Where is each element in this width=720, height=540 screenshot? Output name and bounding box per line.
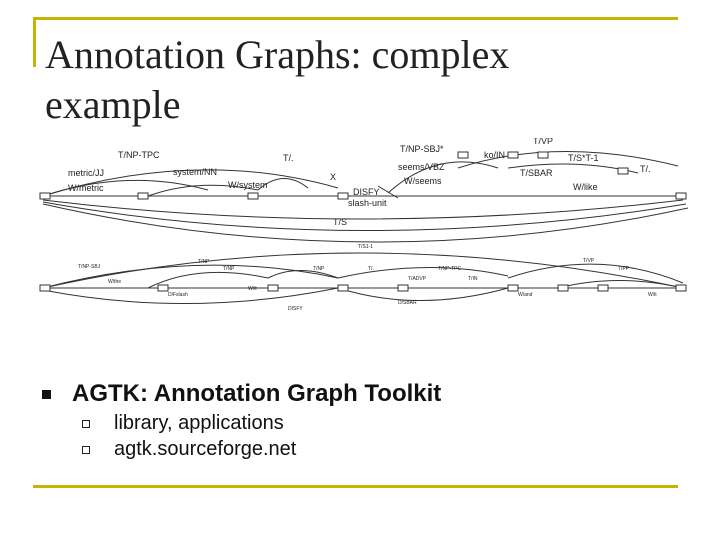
- graph-label: W/it: [648, 292, 657, 298]
- annotation-graph-figure: T/NP-TPC metric/JJ W/metric system/NN W/…: [38, 136, 689, 330]
- graph-label: T/NP: [198, 259, 210, 265]
- graph-label: W/and: [518, 292, 533, 298]
- graph-label: T/NP: [313, 266, 325, 272]
- graph-label: W/seems: [404, 176, 442, 186]
- graph-label: T/ADVP: [408, 276, 427, 282]
- sub-bullet-text: library, applications: [114, 412, 284, 434]
- graph-label: T/SBAR: [520, 168, 553, 178]
- graph-label: T/S: [333, 217, 347, 227]
- bullet-item: AGTK: Annotation Graph Toolkit: [42, 378, 682, 410]
- sub-bullet-text: agtk.sourceforge.net: [114, 438, 297, 460]
- graph-label: ko/IN: [484, 150, 505, 160]
- graph-label: T/NP-TPC: [118, 150, 160, 160]
- graph-label: W/system: [228, 180, 268, 190]
- frame-bottom-rule: [33, 485, 678, 488]
- graph-label: T/.: [283, 153, 294, 163]
- sub-bullet-item: library, applications: [82, 410, 682, 436]
- graph-label: T/PP: [618, 266, 630, 272]
- hollow-square-bullet-icon: [82, 446, 90, 454]
- bullet-text: AGTK: Annotation Graph Toolkit: [72, 380, 442, 407]
- graph-label: metric/JJ: [68, 168, 104, 178]
- sub-bullet-item: agtk.sourceforge.net: [82, 436, 682, 462]
- graph-label: W/like: [573, 182, 598, 192]
- graph-label: DISFY: [353, 187, 380, 197]
- graph-label: system/NN: [173, 167, 217, 177]
- graph-label: T/IN: [468, 276, 478, 282]
- slide-title: Annotation Graphs: complex example: [45, 30, 665, 130]
- graph-label: T/NP-TPC: [438, 266, 461, 272]
- graph-label: T/NP: [223, 266, 235, 272]
- graph-label: W/metric: [68, 183, 104, 193]
- graph-label: T/S*T-1: [568, 153, 599, 163]
- annotation-graph-svg: T/NP-TPC metric/JJ W/metric system/NN W/…: [39, 136, 689, 312]
- graph-label: slash-unit: [348, 198, 387, 208]
- bullet-list: AGTK: Annotation Graph Toolkit library, …: [42, 378, 682, 462]
- graph-label: T/S1-1: [358, 244, 373, 250]
- graph-label: seems/VBZ: [398, 162, 445, 172]
- graph-label: W/it: [248, 286, 257, 292]
- graph-label: T/VP: [533, 138, 553, 146]
- graph-label: T/NP-SBJ: [78, 264, 101, 270]
- graph-label: T/VP: [583, 258, 595, 264]
- title-line-1: Annotation Graphs: complex: [45, 32, 510, 77]
- graph-label: W/the: [108, 279, 121, 285]
- graph-label: D/SBAR: [398, 300, 417, 306]
- square-bullet-icon: [42, 390, 51, 399]
- graph-label: D/Fslash: [168, 292, 188, 298]
- hollow-square-bullet-icon: [82, 420, 90, 428]
- graph-label: DISFY: [288, 306, 303, 312]
- frame-left-rule: [33, 17, 36, 67]
- graph-label: X: [330, 172, 336, 182]
- graph-label: T/.: [368, 266, 374, 272]
- frame-top-rule: [33, 17, 678, 20]
- graph-label: T/NP-SBJ*: [400, 144, 444, 154]
- graph-label: T/.: [640, 164, 651, 174]
- title-line-2: example: [45, 82, 181, 127]
